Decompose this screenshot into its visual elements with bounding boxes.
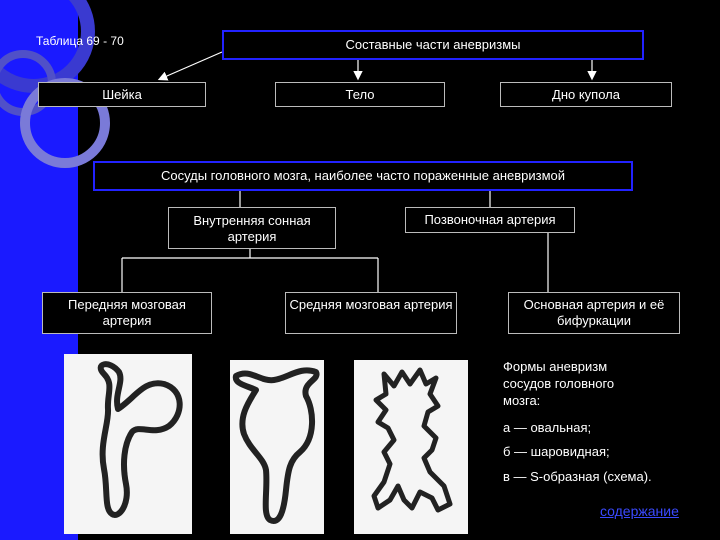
forms-item-c: в — S-образная (схема).: [503, 469, 652, 484]
contents-link[interactable]: содержание: [600, 503, 679, 519]
anterior-cerebral-artery: Передняя мозговая артерия: [42, 292, 212, 334]
part-body: Тело: [275, 82, 445, 107]
table-label: Таблица 69 - 70: [36, 34, 124, 48]
vertebral-artery: Позвоночная артерия: [405, 207, 575, 233]
vessels-title: Сосуды головного мозга, наиболее часто п…: [93, 161, 633, 191]
aneurysm-oval-image: [64, 354, 192, 534]
forms-item-b: б — шаровидная;: [503, 444, 610, 459]
part-neck: Шейка: [38, 82, 206, 107]
basilar-artery: Основная артерия и её бифуркации: [508, 292, 680, 334]
forms-title: Формы аневризм сосудов головного мозга:: [503, 359, 615, 408]
part-dome: Дно купола: [500, 82, 672, 107]
forms-item-a: а — овальная;: [503, 420, 592, 435]
middle-cerebral-artery: Средняя мозговая артерия: [285, 292, 457, 334]
aneurysm-s-shaped-image: [354, 360, 468, 534]
aneurysm-parts-title: Составные части аневризмы: [222, 30, 644, 60]
internal-carotid-artery: Внутренняя сонная артерия: [168, 207, 336, 249]
aneurysm-spherical-image: [230, 360, 324, 534]
